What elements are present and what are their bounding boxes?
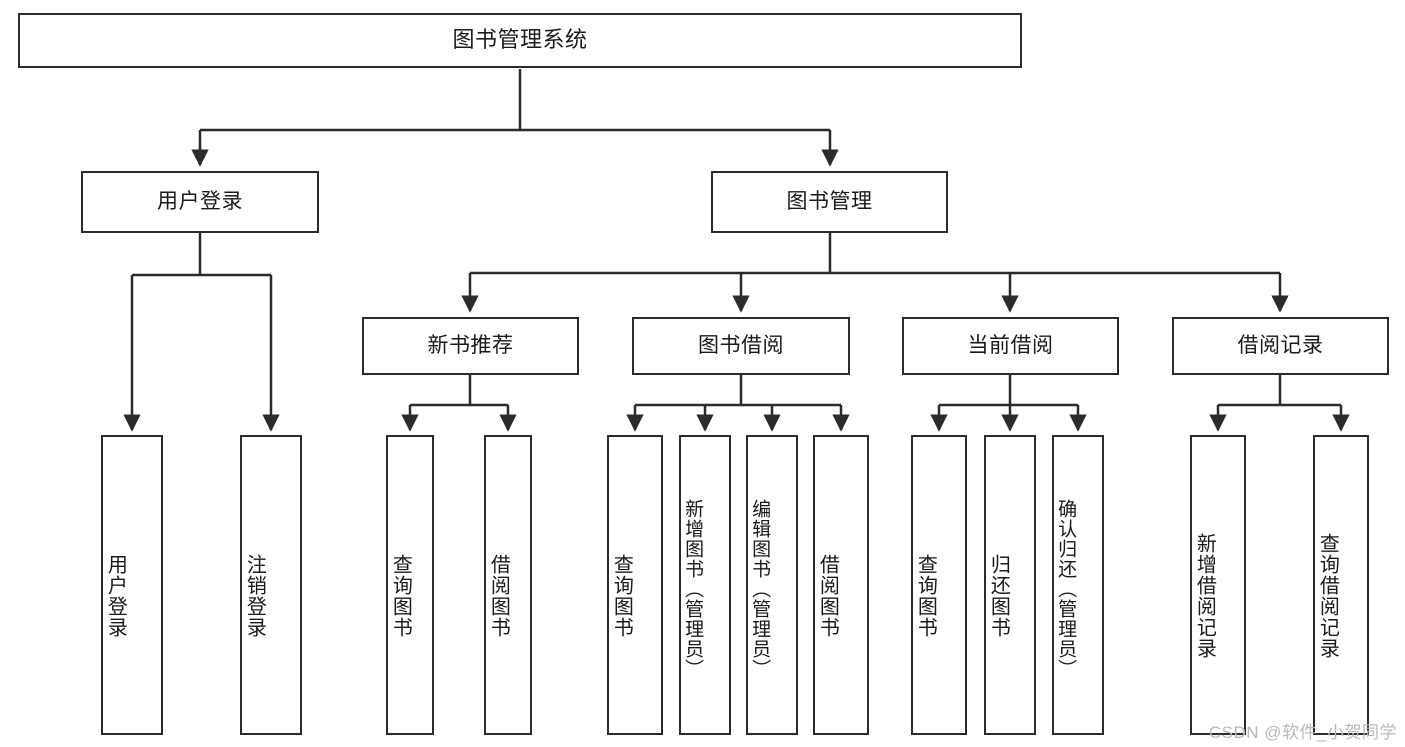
node-label: 图书借阅 [698, 334, 784, 358]
node-label: 用户登录 [104, 554, 127, 638]
node-label: 确认归还（管理员） [1055, 499, 1077, 679]
node-leaf-add-borrow-record[interactable]: 新增借阅记录 [1190, 435, 1246, 735]
node-current-borrowing[interactable]: 当前借阅 [902, 317, 1119, 375]
node-label: 新增图书（管理员） [682, 499, 704, 679]
node-book-borrowing[interactable]: 图书借阅 [632, 317, 850, 375]
node-leaf-edit-book-admin[interactable]: 编辑图书（管理员） [746, 435, 798, 735]
node-label: 查询图书 [914, 554, 937, 638]
node-label: 借阅记录 [1237, 334, 1324, 358]
node-leaf-return-book[interactable]: 归还图书 [984, 435, 1036, 735]
node-label: 注销登录 [243, 554, 266, 638]
node-leaf-query-borrow-record[interactable]: 查询借阅记录 [1313, 435, 1369, 735]
node-label: 当前借阅 [967, 334, 1054, 358]
node-user-login[interactable]: 用户登录 [81, 171, 319, 233]
node-leaf-borrow-book-rec[interactable]: 借阅图书 [484, 435, 532, 735]
node-label: 查询图书 [389, 554, 412, 638]
node-leaf-query-book-rec[interactable]: 查询图书 [386, 435, 434, 735]
node-label: 用户登录 [157, 190, 243, 214]
node-label: 图书管理 [786, 190, 873, 214]
node-label: 查询图书 [610, 554, 633, 638]
node-leaf-confirm-return-admin[interactable]: 确认归还（管理员） [1052, 435, 1104, 735]
csdn-watermark: CSDN @软件_小贺同学 [1208, 723, 1397, 742]
node-label: 借阅图书 [487, 554, 510, 638]
node-book-management[interactable]: 图书管理 [711, 171, 948, 233]
node-borrowing-record[interactable]: 借阅记录 [1172, 317, 1389, 375]
node-root-book-management-system[interactable]: 图书管理系统 [18, 13, 1022, 68]
node-label: 新增借阅记录 [1193, 533, 1216, 659]
node-leaf-user-logout[interactable]: 注销登录 [240, 435, 302, 735]
node-label: 借阅图书 [816, 554, 839, 638]
node-label: 编辑图书（管理员） [749, 499, 771, 679]
node-leaf-add-book-admin[interactable]: 新增图书（管理员） [679, 435, 731, 735]
node-leaf-borrow-book-borrow[interactable]: 借阅图书 [813, 435, 869, 735]
node-label: 图书管理系统 [452, 27, 588, 53]
node-leaf-query-book-current[interactable]: 查询图书 [911, 435, 967, 735]
node-label: 归还图书 [987, 554, 1010, 638]
node-leaf-user-login[interactable]: 用户登录 [101, 435, 163, 735]
node-label: 查询借阅记录 [1316, 533, 1339, 659]
node-new-book-recommendation[interactable]: 新书推荐 [362, 317, 579, 375]
node-label: 新书推荐 [427, 334, 514, 358]
node-leaf-query-book-borrow[interactable]: 查询图书 [607, 435, 663, 735]
